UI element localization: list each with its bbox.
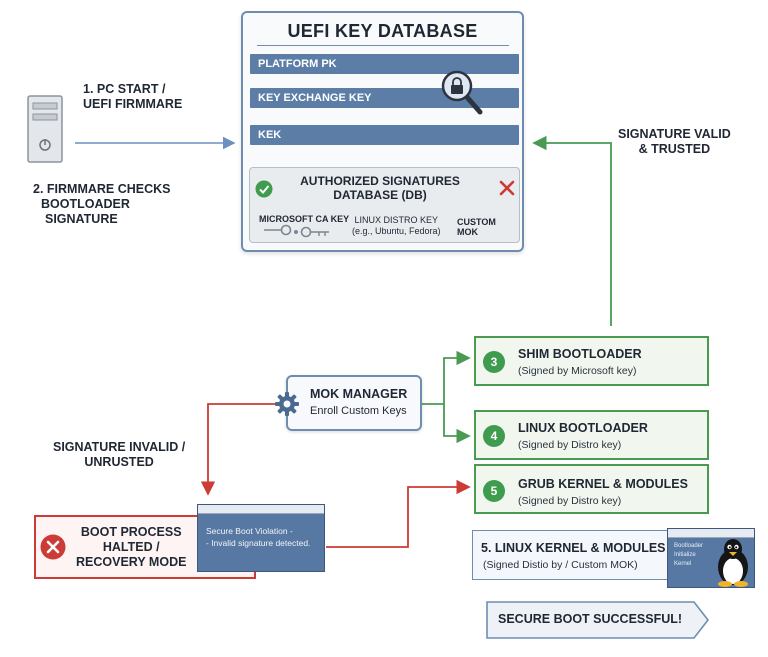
step4-number: 4 — [483, 425, 505, 447]
arrow-valid-trusted — [532, 135, 612, 326]
kernel-screen-window: Bootloader Initialize Kernel — [667, 528, 755, 588]
microsoft-ca-key-label: MICROSOFT CA KEY — [259, 214, 350, 224]
authorized-signatures-title: AUTHORIZED SIGNATURES DATABASE (DB) — [300, 174, 460, 202]
platform-pk-bar: PLATFORM PK — [250, 54, 519, 74]
violation-screen-window: Secure Boot Violation - - Invalid signat… — [197, 504, 325, 572]
step3-number: 3 — [483, 351, 505, 373]
signature-invalid-label: SIGNATURE INVALID / UNRUSTED — [53, 440, 186, 469]
computer-tower-icon — [27, 95, 63, 163]
check-icon — [255, 180, 273, 198]
step5-number: 5 — [483, 480, 505, 502]
step5-subtitle: (Signed by Distro key) — [518, 495, 622, 507]
linux-kernel-subtitle: (Signed Distio by / Custom MOK) — [483, 559, 638, 571]
step3-subtitle: (Signed by Microsoft key) — [518, 365, 637, 377]
step1-label: 1. PC START / UEFI FIRMMARE — [83, 82, 183, 111]
mok-manager-title: MOK MANAGER — [310, 387, 408, 401]
kernel-screen-titlebar — [668, 529, 754, 538]
key-icon — [263, 224, 331, 238]
mok-manager-box: MOK MANAGER Enroll Custom Keys — [275, 375, 422, 431]
step4-subtitle: (Signed by Distro key) — [518, 439, 622, 451]
kernel-screen-menu: Bootloader Initialize Kernel — [674, 543, 704, 567]
boot-halted-label: BOOT PROCESS HALTED / RECOVERY MODE — [76, 525, 187, 569]
linux-distro-key-label: LINUX DISTRO KEY (e.g., Ubuntu, Fedora) — [352, 215, 441, 236]
step3-shim-bootloader-box: 3 SHIM BOOTLOADER (Signed by Microsoft k… — [474, 336, 709, 386]
mok-manager-subtitle: Enroll Custom Keys — [310, 405, 407, 417]
step4-linux-bootloader-box: 4 LINUX BOOTLOADER (Signed by Distro key… — [474, 410, 709, 460]
kek-bar: KEK — [250, 125, 519, 145]
step5-grub-box: 5 GRUB KERNEL & MODULES (Signed by Distr… — [474, 464, 709, 514]
authorized-signatures-box: AUTHORIZED SIGNATURES DATABASE (DB) MICR… — [249, 167, 520, 243]
step4-title: LINUX BOOTLOADER — [518, 421, 648, 435]
arrow-invalid-loop — [200, 403, 280, 496]
violation-message: Secure Boot Violation - - Invalid signat… — [206, 526, 311, 548]
step5-title: GRUB KERNEL & MODULES — [518, 477, 688, 491]
uefi-key-database-panel: UEFI KEY DATABASE PLATFORM PK KEY EXCHAN… — [241, 11, 524, 252]
custom-mok-label: CUSTOM MOK — [457, 217, 496, 237]
linux-kernel-box: 5. LINUX KERNEL & MODULES (Signed Distio… — [472, 530, 677, 580]
arrow-mok-to-shim — [422, 350, 471, 405]
gear-icon — [274, 391, 300, 417]
linux-kernel-title: 5. LINUX KERNEL & MODULES — [481, 541, 666, 555]
signature-valid-label: SIGNATURE VALID & TRUSTED — [618, 127, 731, 156]
violation-screen-titlebar — [198, 505, 324, 514]
cross-icon — [499, 180, 515, 196]
database-title: UEFI KEY DATABASE — [287, 21, 478, 41]
arrow-mok-to-linux-bootloader — [443, 404, 471, 444]
step3-title: SHIM BOOTLOADER — [518, 347, 642, 361]
arrow-violation-to-grub — [326, 479, 471, 548]
lock-magnifier-icon — [440, 68, 488, 120]
secure-boot-success-label: SECURE BOOT SUCCESSFUL! — [498, 612, 683, 626]
title-divider — [257, 45, 509, 46]
step2-label: 2. FIRMMARE CHECKS BOOTLOADER SIGNATURE — [33, 182, 171, 226]
error-x-icon — [40, 534, 66, 560]
secure-boot-success-banner: SECURE BOOT SUCCESSFUL! — [486, 601, 710, 639]
tux-penguin-icon — [714, 537, 752, 587]
